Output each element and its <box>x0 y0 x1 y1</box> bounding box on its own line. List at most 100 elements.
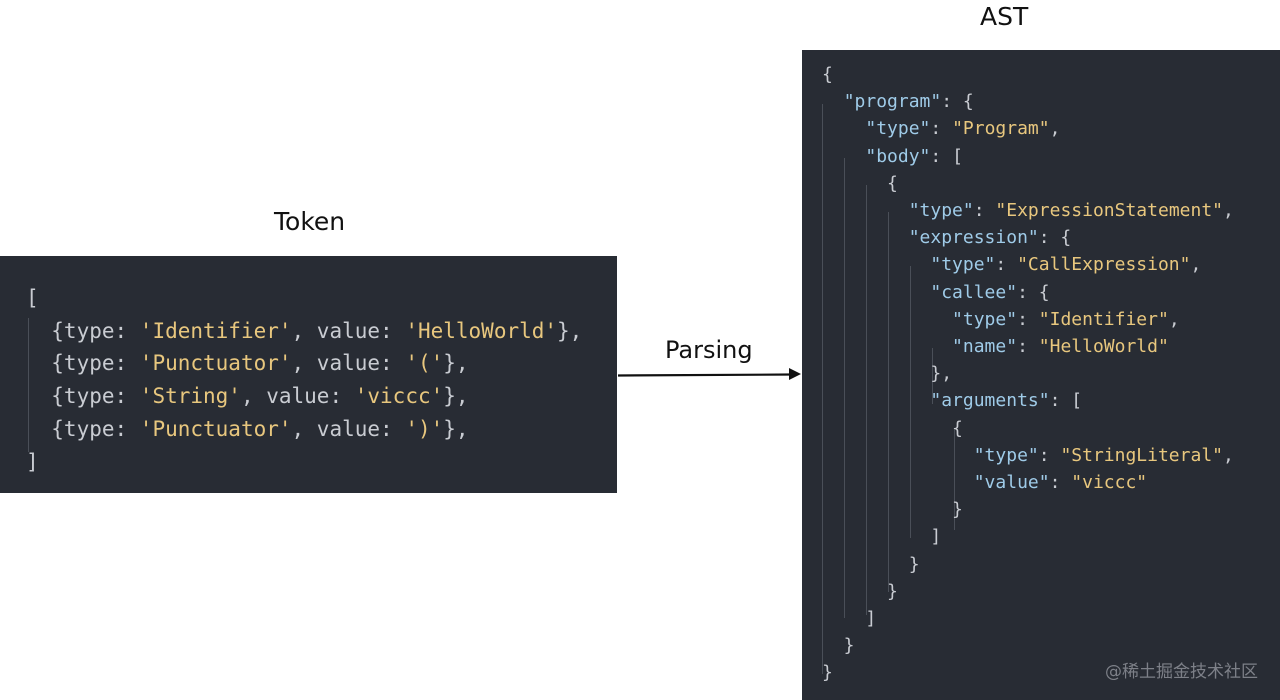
ast-code-panel: { "program": { "type": "Program", "body"… <box>802 50 1280 700</box>
ast-indent-guide <box>910 266 911 538</box>
token-code-punctuation: }, <box>443 416 469 441</box>
ast-code-punctuation: ] <box>822 608 877 629</box>
ast-code-line: "expression": { <box>822 227 1072 249</box>
ast-code-punctuation: , <box>1049 118 1061 140</box>
token-code-punctuation: , value: <box>291 318 406 343</box>
parsing-arrow-head <box>789 368 801 380</box>
ast-code-string: "StringLiteral" <box>1060 444 1223 466</box>
ast-code-line: "type": "Program", <box>822 118 1060 139</box>
ast-code-punctuation: } <box>822 553 920 575</box>
token-code-line: {type: 'String', value: 'viccc'}, <box>26 384 469 409</box>
token-code-punctuation: , value: <box>291 416 406 441</box>
ast-code-line: "body": [ <box>822 146 963 167</box>
ast-code-string: "Identifier" <box>1038 308 1169 330</box>
token-code-punctuation: }, <box>443 384 469 409</box>
ast-code-punctuation: : <box>1038 444 1061 466</box>
ast-code-punctuation: : <box>995 254 1018 276</box>
token-code-line: {type: 'Punctuator', value: ')'}, <box>26 416 469 441</box>
token-code-punctuation: }, <box>557 318 583 343</box>
ast-code-string: "HelloWorld" <box>1038 336 1169 357</box>
ast-code-punctuation: } <box>822 580 898 602</box>
ast-indent-guide <box>866 185 867 615</box>
token-code-punctuation: , value: <box>240 384 355 409</box>
token-code-punctuation: [ <box>26 286 39 310</box>
token-code-string: 'String' <box>139 384 241 409</box>
ast-code-key: "type" <box>952 308 1018 330</box>
token-code-line: ] <box>26 450 39 474</box>
ast-code-string: "Program" <box>952 118 1050 140</box>
ast-code-line: { <box>822 418 963 439</box>
parsing-label: Parsing <box>665 336 753 364</box>
ast-code-punctuation: { <box>822 172 898 194</box>
parsing-arrow-shaft <box>617 373 794 377</box>
token-code-string: 'viccc' <box>354 384 444 409</box>
ast-code-line: } <box>822 554 920 575</box>
token-code-string: '(' <box>405 351 444 376</box>
ast-code-punctuation: ] <box>822 526 942 548</box>
ast-code-line: }, <box>822 363 952 384</box>
ast-code-line: "type": "Identifier", <box>822 309 1180 330</box>
token-code-string: ')' <box>405 416 444 441</box>
ast-code-string: "ExpressionStatement" <box>995 200 1223 221</box>
ast-code-punctuation: : <box>1017 336 1039 357</box>
ast-code-line: ] <box>822 526 941 547</box>
ast-code-line: { <box>822 173 898 194</box>
ast-code-line: "program": { <box>822 91 974 112</box>
token-code-punctuation: , value: <box>291 351 406 376</box>
token-code-punctuation: {type: <box>26 384 140 409</box>
ast-code-punctuation: , <box>1223 444 1234 466</box>
ast-code-key: "arguments" <box>930 390 1050 412</box>
ast-code-punctuation: } <box>822 635 855 657</box>
token-title: Token <box>274 207 346 236</box>
ast-code-punctuation: : <box>973 200 996 221</box>
ast-code-line: "type": "StringLiteral", <box>822 445 1234 466</box>
ast-code-punctuation: : [ <box>1049 390 1083 412</box>
ast-code-punctuation: : <box>1049 472 1072 493</box>
ast-code-punctuation: : [ <box>930 145 963 167</box>
ast-code-line: } <box>822 662 833 683</box>
ast-code-key: "type" <box>865 118 931 140</box>
ast-indent-guide <box>822 104 823 674</box>
token-code-string: 'Identifier' <box>139 318 292 343</box>
ast-code-punctuation: { <box>822 417 963 439</box>
ast-code-line: } <box>822 635 855 656</box>
ast-code-string: "CallExpression" <box>1017 254 1191 276</box>
ast-code-punctuation: } <box>822 499 963 521</box>
ast-code-line: "arguments": [ <box>822 390 1082 411</box>
ast-code-key: "callee" <box>930 281 1018 303</box>
ast-code-line: "value": "viccc" <box>822 472 1147 493</box>
token-code-punctuation: {type: <box>26 416 140 441</box>
ast-code-line: { <box>822 64 833 85</box>
ast-code-punctuation: }, <box>822 363 953 385</box>
watermark: @稀土掘金技术社区 <box>1105 662 1258 682</box>
ast-code-key: "name" <box>952 336 1018 357</box>
ast-code-punctuation: : <box>1017 308 1039 330</box>
ast-code-punctuation: : { <box>1038 227 1072 249</box>
ast-code-line: "callee": { <box>822 281 1050 303</box>
token-code-panel: [ {type: 'Identifier', value: 'HelloWorl… <box>0 256 617 493</box>
ast-code-key: "value" <box>973 472 1050 493</box>
token-code-punctuation: {type: <box>26 318 140 343</box>
ast-code-line: "name": "HelloWorld" <box>822 336 1169 357</box>
ast-code-punctuation: : <box>930 118 953 140</box>
ast-code-line: "type": "ExpressionStatement", <box>822 200 1234 221</box>
ast-code-line: "type": "CallExpression", <box>822 254 1201 275</box>
ast-code-punctuation: , <box>1190 254 1202 276</box>
ast-code-line: } <box>822 499 963 520</box>
ast-code-punctuation: , <box>1168 308 1180 330</box>
ast-indent-guide <box>844 158 845 618</box>
token-code-line: {type: 'Identifier', value: 'HelloWorld'… <box>26 319 582 343</box>
ast-code-line: } <box>822 581 898 602</box>
ast-title: AST <box>980 2 1029 31</box>
ast-code-block: { "program": { "type": "Program", "body"… <box>822 64 1280 700</box>
token-code-line: {type: 'Punctuator', value: '('}, <box>26 351 468 376</box>
token-code-string: 'Punctuator' <box>139 351 292 376</box>
ast-code-string: "viccc" <box>1071 472 1148 493</box>
ast-code-line: ] <box>822 608 876 629</box>
ast-code-punctuation: : { <box>1017 281 1050 303</box>
ast-code-key: "type" <box>930 254 996 276</box>
token-code-string: 'HelloWorld' <box>405 318 558 343</box>
ast-code-punctuation: , <box>1223 200 1234 221</box>
ast-code-punctuation: } <box>822 662 833 684</box>
